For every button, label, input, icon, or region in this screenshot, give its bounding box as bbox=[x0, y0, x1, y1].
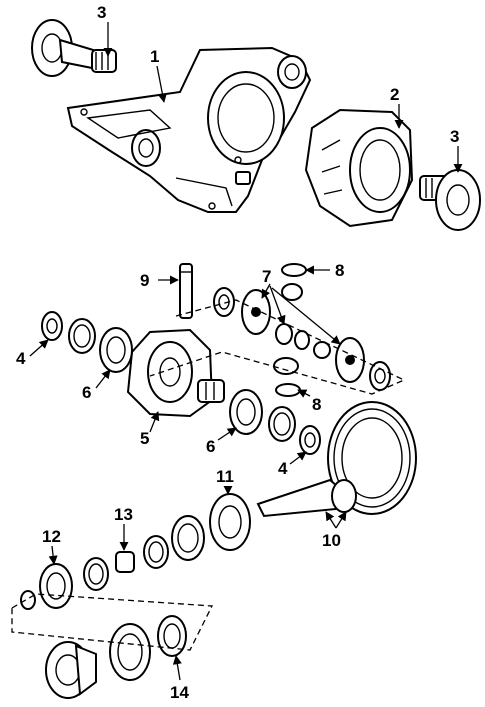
callout-6-right: 6 bbox=[206, 437, 215, 456]
callout-13: 13 bbox=[114, 505, 133, 524]
callout-8-bottom: 8 bbox=[312, 395, 321, 414]
cross-shaft-pin bbox=[179, 263, 193, 319]
rear-cover bbox=[304, 108, 414, 228]
callout-14: 14 bbox=[170, 683, 189, 702]
callout-12: 12 bbox=[42, 527, 61, 546]
callout-5: 5 bbox=[140, 429, 149, 448]
right-bearing-set bbox=[229, 389, 321, 455]
pinion-flange bbox=[45, 615, 187, 699]
callout-7: 7 bbox=[262, 267, 271, 286]
axle-flange-left bbox=[31, 19, 117, 77]
pinion-bearing-stack bbox=[20, 493, 251, 610]
callout-10: 10 bbox=[322, 531, 341, 550]
left-bearing-set bbox=[41, 311, 133, 373]
callout-labels: 3 1 2 3 9 7 8 4 6 8 5 6 4 11 13 12 10 14 bbox=[16, 3, 459, 702]
leader-lines bbox=[29, 22, 463, 681]
callout-3-left: 3 bbox=[97, 3, 106, 22]
callout-8-top: 8 bbox=[335, 261, 344, 280]
callout-4-right: 4 bbox=[278, 459, 288, 478]
callout-6-left: 6 bbox=[82, 383, 91, 402]
callout-9: 9 bbox=[140, 271, 149, 290]
group-outlines bbox=[11, 299, 406, 651]
axle-flange-right bbox=[419, 169, 481, 231]
differential-case bbox=[126, 328, 225, 418]
callout-11: 11 bbox=[216, 467, 234, 486]
differential-gears bbox=[213, 263, 391, 397]
callout-4-left: 4 bbox=[16, 349, 26, 368]
ring-and-pinion bbox=[256, 401, 417, 518]
callout-2: 2 bbox=[390, 85, 399, 104]
callout-1: 1 bbox=[150, 47, 159, 66]
carrier-housing bbox=[66, 46, 312, 213]
callout-3-right: 3 bbox=[450, 127, 459, 146]
